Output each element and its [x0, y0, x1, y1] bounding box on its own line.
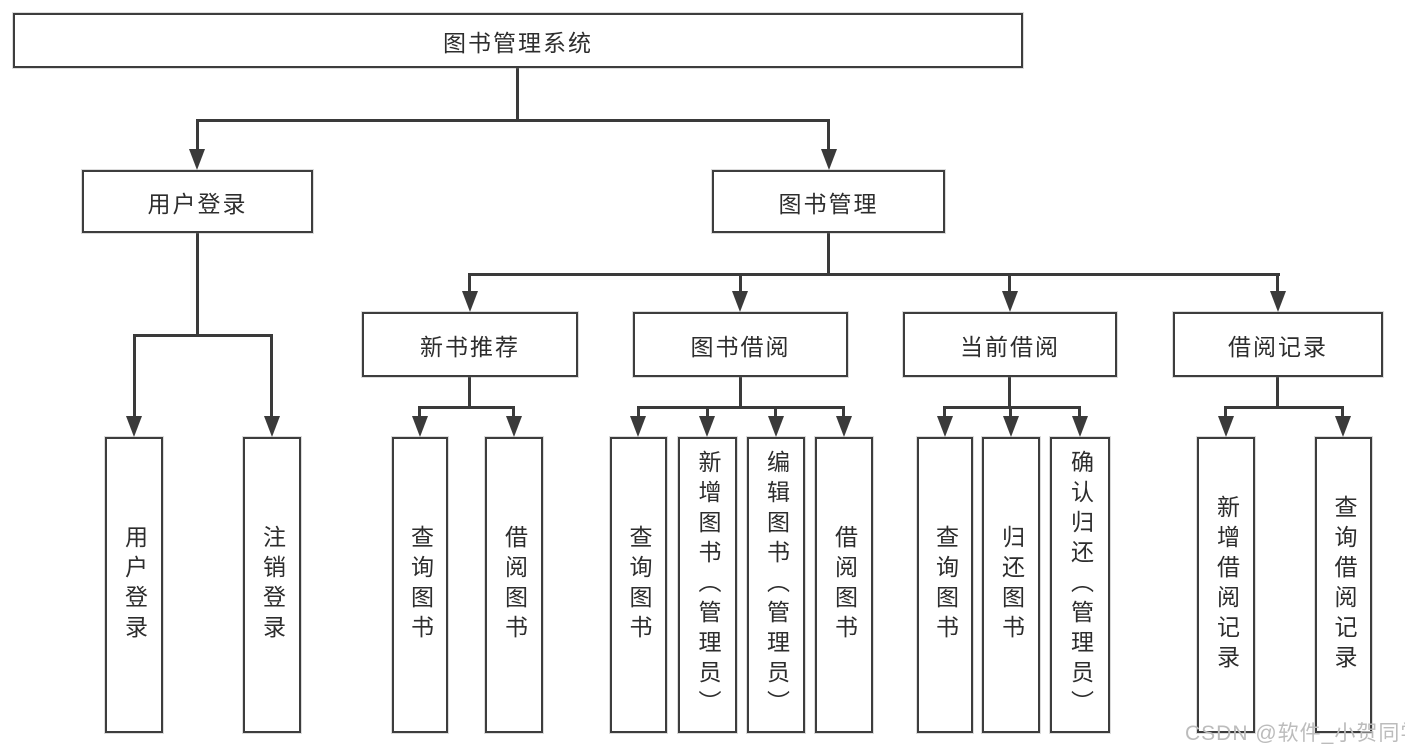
node-book-borrowing-label: 图书借阅: [690, 333, 791, 360]
arrowhead-user-login: [189, 149, 205, 170]
node-library-system: 图书管理系统: [13, 13, 1023, 68]
connector-book-borrowing-stem: [739, 375, 742, 408]
connector-borrow-records-stem: [1276, 375, 1279, 408]
arrowhead-borrow-records: [1270, 291, 1286, 312]
connector-drop-book-management: [827, 119, 830, 152]
connector-book-borrowing-branch: [637, 406, 845, 409]
arrowhead-book-borrowing: [732, 291, 748, 312]
leaf-query-books-borrowing: 查询图书: [610, 437, 667, 733]
arrowhead-leaf-logout: [264, 416, 280, 437]
arrowhead-book-management: [821, 149, 837, 170]
leaf-query-books-current: 查询图书: [917, 437, 973, 733]
leaf-borrow-books-recommend: 借阅图书: [485, 437, 543, 733]
leaf-edit-book-admin: 编辑图书（管理员）: [747, 437, 805, 733]
connector-user-login-stem: [196, 231, 199, 336]
leaf-logout-label: 注销登录: [259, 525, 286, 645]
leaf-query-borrow-record: 查询借阅记录: [1315, 437, 1372, 733]
connector-drop-user-login: [196, 119, 199, 152]
leaf-return-book: 归还图书: [982, 437, 1040, 733]
leaf-add-book-admin-label: 新增图书（管理员）: [695, 450, 721, 720]
arrowhead-confirm-return-admin: [1072, 416, 1088, 437]
arrowhead-add-book-admin: [699, 416, 715, 437]
node-book-borrowing: 图书借阅: [633, 312, 848, 377]
leaf-add-book-admin: 新增图书（管理员）: [678, 437, 737, 733]
node-borrow-records-label: 借阅记录: [1228, 333, 1328, 360]
connector-current-borrowing-stem: [1008, 375, 1011, 408]
connector-root-branch: [196, 119, 830, 122]
node-new-book-recommend-label: 新书推荐: [420, 333, 520, 360]
connector-book-management-branch: [469, 273, 1280, 276]
connector-drop-current-borrowing: [1008, 273, 1011, 295]
connector-new-book-recommend-branch: [419, 406, 515, 409]
connector-new-book-recommend-stem: [468, 375, 471, 408]
connector-current-borrowing-branch: [943, 406, 1081, 409]
node-user-login-label: 用户登录: [147, 190, 248, 217]
connector-drop-borrow-records: [1276, 273, 1279, 295]
leaf-query-books-recommend: 查询图书: [392, 437, 448, 733]
leaf-add-borrow-record: 新增借阅记录: [1197, 437, 1255, 733]
connector-drop-confirm-return-admin: [1078, 406, 1081, 419]
connector-drop-add-book-admin: [706, 406, 709, 419]
node-book-management-label: 图书管理: [778, 190, 879, 217]
connector-user-login-branch: [133, 334, 273, 337]
leaf-user-login-label: 用户登录: [121, 525, 148, 645]
connector-drop-query-books-current: [943, 406, 946, 419]
arrowhead-borrow-books-recommend: [506, 416, 522, 437]
leaf-confirm-return-admin-label: 确认归还（管理员）: [1067, 450, 1094, 720]
leaf-return-book-label: 归还图书: [998, 525, 1025, 645]
leaf-query-borrow-record-label: 查询借阅记录: [1331, 495, 1357, 675]
node-current-borrowing: 当前借阅: [903, 312, 1117, 377]
arrowhead-query-books-recommend: [412, 416, 428, 437]
leaf-confirm-return-admin: 确认归还（管理员）: [1050, 437, 1110, 733]
watermark-text: CSDN @软件_小贺同学: [1185, 722, 1405, 745]
arrowhead-query-books-current: [937, 416, 953, 437]
connector-drop-leaf-user-login: [133, 334, 136, 418]
node-new-book-recommend: 新书推荐: [362, 312, 578, 377]
leaf-borrow-books-borrowing: 借阅图书: [815, 437, 873, 733]
arrowhead-edit-book-admin: [768, 416, 784, 437]
arrowhead-query-borrow-record: [1335, 416, 1351, 437]
connector-drop-query-books-recommend: [418, 406, 421, 419]
arrowhead-add-borrow-record: [1218, 416, 1234, 437]
connector-drop-edit-book-admin: [774, 406, 777, 419]
leaf-logout: 注销登录: [243, 437, 301, 733]
leaf-borrow-books-recommend-label: 借阅图书: [501, 525, 528, 645]
connector-drop-new-book-recommend: [468, 273, 471, 295]
node-borrow-records: 借阅记录: [1173, 312, 1383, 377]
connector-borrow-records-branch: [1224, 406, 1344, 409]
arrowhead-current-borrowing: [1002, 291, 1018, 312]
leaf-borrow-books-borrowing-label: 借阅图书: [831, 525, 858, 645]
connector-drop-leaf-logout: [270, 334, 273, 418]
connector-drop-return-book: [1009, 406, 1012, 419]
leaf-query-books-current-label: 查询图书: [932, 525, 959, 645]
arrowhead-leaf-user-login: [126, 416, 142, 437]
leaf-query-books-recommend-label: 查询图书: [407, 525, 434, 645]
leaf-query-books-borrowing-label: 查询图书: [626, 525, 652, 645]
leaf-user-login: 用户登录: [105, 437, 163, 733]
node-library-system-label: 图书管理系统: [443, 29, 593, 56]
connector-drop-query-books-borrowing: [637, 406, 640, 419]
arrowhead-borrow-books-borrowing: [836, 416, 852, 437]
arrowhead-new-book-recommend: [462, 291, 478, 312]
connector-drop-borrow-books-recommend: [512, 406, 515, 419]
leaf-edit-book-admin-label: 编辑图书（管理员）: [763, 450, 790, 720]
connector-root-stem: [516, 68, 519, 121]
arrowhead-query-books-borrowing: [630, 416, 646, 437]
node-current-borrowing-label: 当前借阅: [960, 333, 1060, 360]
node-user-login: 用户登录: [82, 170, 313, 233]
connector-drop-query-borrow-record: [1341, 406, 1344, 419]
arrowhead-return-book: [1003, 416, 1019, 437]
connector-drop-add-borrow-record: [1224, 406, 1227, 419]
connector-book-management-stem: [827, 231, 830, 276]
connector-drop-book-borrowing: [739, 273, 742, 295]
connector-drop-borrow-books-borrowing: [842, 406, 845, 419]
leaf-add-borrow-record-label: 新增借阅记录: [1213, 495, 1240, 675]
node-book-management: 图书管理: [712, 170, 945, 233]
